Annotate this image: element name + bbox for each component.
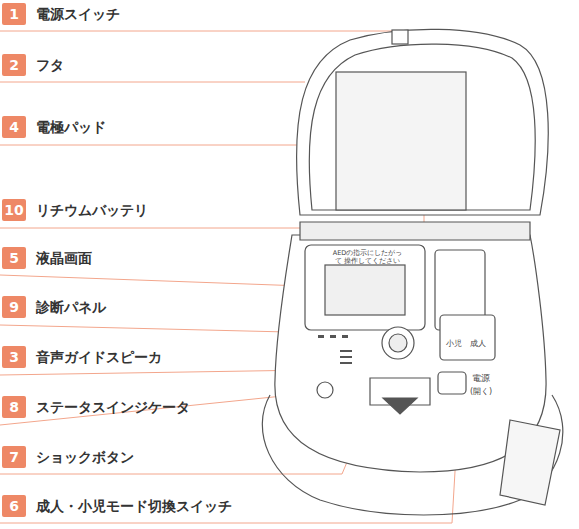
leader-line	[0, 145, 346, 146]
part-name: 液晶画面	[36, 247, 92, 269]
callout-box: 2フタ	[2, 54, 26, 76]
callout-box: 3音声ガイドスピーカ	[2, 346, 26, 368]
callout-number: 7	[2, 446, 26, 468]
callout-number: 6	[2, 495, 26, 517]
lid-tab	[392, 30, 408, 44]
diagnostic-leds	[318, 335, 352, 364]
device-label: 電源	[472, 372, 490, 385]
device-label: (開く)	[470, 386, 492, 397]
part-name: リチウムバッテリ	[36, 199, 148, 221]
power-switch	[438, 372, 466, 394]
status-indicator	[317, 382, 333, 398]
shock-button-core	[389, 334, 407, 352]
part-name: 音声ガイドスピーカ	[36, 346, 162, 368]
part-name: 成人・小児モード切換スイッチ	[36, 495, 232, 517]
callout-box: 9診断パネル	[2, 296, 26, 318]
case	[275, 235, 546, 472]
callout-box: 8ステータスインジケータ	[2, 396, 26, 418]
part-name: 電極パッド	[36, 116, 106, 138]
pad-sheet	[336, 72, 466, 210]
device-label: 成人	[470, 338, 486, 349]
part-name: ショックボタン	[36, 446, 134, 468]
part-name: 電源スイッチ	[36, 3, 120, 25]
callout-box: 6成人・小児モード切換スイッチ	[2, 495, 26, 517]
callout-number: 2	[2, 54, 26, 76]
panel	[305, 245, 425, 330]
lid-inner	[309, 44, 535, 210]
callout-box: 10リチウムバッテリ	[2, 199, 26, 221]
leader-line	[0, 82, 305, 83]
mode-switch	[440, 315, 495, 360]
callout-number: 5	[2, 247, 26, 269]
callout-number: 1	[2, 3, 26, 25]
part-name: 診断パネル	[36, 296, 106, 318]
lcd-screen	[325, 265, 405, 315]
callout-number: 10	[2, 199, 26, 221]
hinge	[300, 222, 530, 240]
callout-number: 8	[2, 396, 26, 418]
aed-body	[262, 29, 562, 515]
lid	[297, 29, 549, 215]
callout-box: 7ショックボタン	[2, 446, 26, 468]
leader-line	[0, 275, 330, 287]
shock-button	[382, 327, 414, 359]
callout-number: 4	[2, 116, 26, 138]
callout-box: 5液晶画面	[2, 247, 26, 269]
tag	[500, 420, 560, 505]
device-label: AEDの指示にしたがって 操作してください	[330, 250, 405, 266]
strap	[262, 395, 562, 515]
leader-line	[0, 370, 312, 375]
callout-box: 1電源スイッチ	[2, 3, 26, 25]
callout-box: 4電極パッド	[2, 116, 26, 138]
part-name: フタ	[36, 54, 64, 76]
leader-line	[0, 392, 322, 425]
part-name: ステータスインジケータ	[36, 396, 190, 418]
arrow-symbol	[383, 398, 417, 414]
device-label: 小児	[446, 338, 462, 349]
callout-number: 9	[2, 296, 26, 318]
leader-line	[0, 228, 322, 229]
callout-number: 3	[2, 346, 26, 368]
